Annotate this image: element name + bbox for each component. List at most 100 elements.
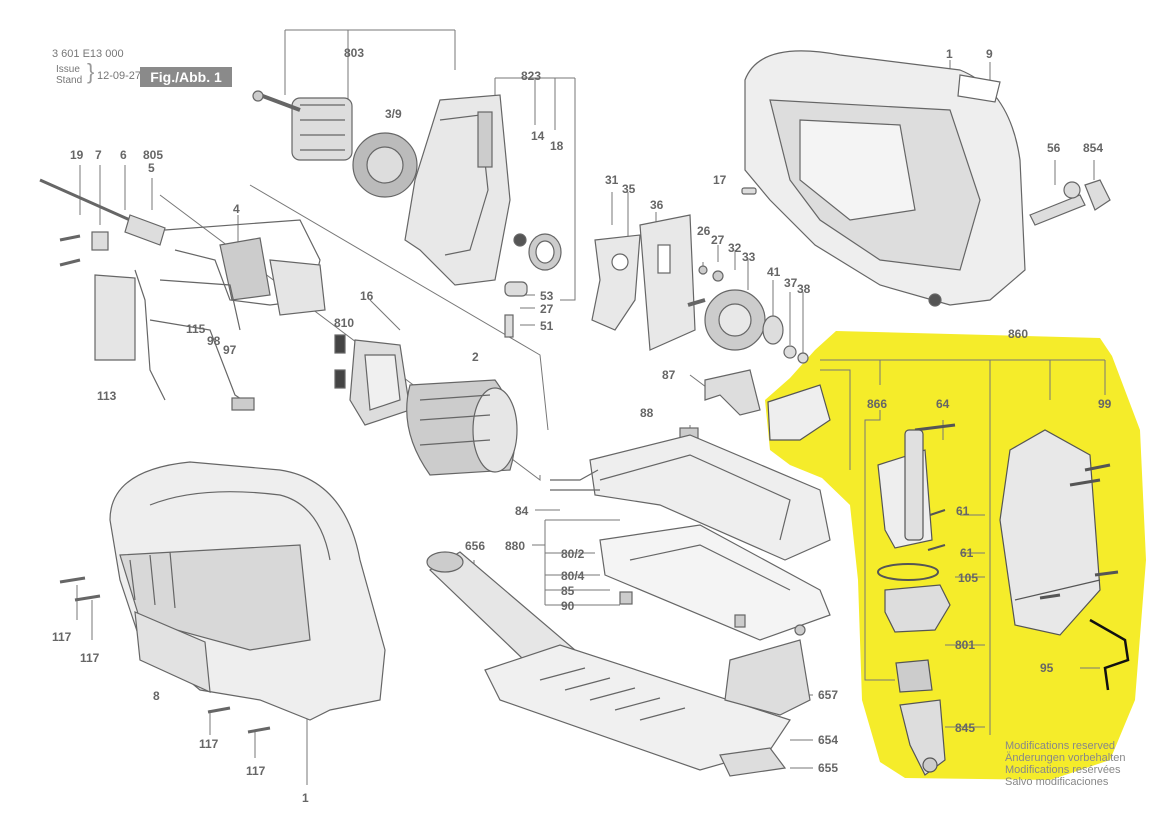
callout-85: 85 [561, 584, 575, 598]
callout-1-bottom: 1 [302, 791, 309, 805]
callout-26: 26 [697, 224, 711, 238]
note-line: Modifications reserved [1005, 740, 1116, 752]
leader-lines-117-1 [76, 585, 308, 785]
callout-31: 31 [605, 173, 619, 187]
callout-95: 95 [1040, 661, 1054, 675]
callout-99: 99 [1098, 397, 1112, 411]
callout-654: 654 [818, 733, 839, 747]
callout-656: 656 [465, 539, 486, 553]
note-line: Modifications resérvées [1005, 764, 1121, 776]
guide-line-16 [369, 299, 401, 331]
callout-17: 17 [713, 173, 727, 187]
callout-90: 90 [561, 599, 575, 613]
callout-61b: 61 [960, 546, 974, 560]
issue-date: 12-09-27 [97, 70, 142, 82]
modification-notes: Modifications reserved Änderungen vorbeh… [1005, 740, 1125, 788]
field-coil [406, 379, 518, 476]
housing-shell-top [741, 50, 1026, 307]
gear-train [591, 214, 809, 364]
callout-98: 98 [207, 334, 221, 348]
callout-803: 803 [344, 46, 365, 60]
callout-80-4: 80/4 [561, 569, 585, 583]
guide-line-2 [249, 184, 549, 431]
callout-105: 105 [958, 571, 979, 585]
leader-lines-armature [284, 30, 456, 100]
lever-and-knob [1029, 179, 1111, 226]
suction-tube [426, 551, 576, 681]
callout-53: 53 [540, 289, 554, 303]
callout-4: 4 [233, 202, 240, 216]
brace-icon: } [87, 59, 95, 84]
callout-7: 7 [95, 148, 102, 162]
callout-61a: 61 [956, 504, 970, 518]
callout-117a: 117 [52, 630, 72, 644]
callout-97: 97 [223, 343, 237, 357]
callout-33: 33 [742, 250, 756, 264]
leader-lines-53-27-51 [520, 294, 535, 326]
callout-805: 805 [143, 148, 164, 162]
callout-32: 32 [728, 241, 742, 255]
issue-label: Issue [56, 64, 80, 75]
callout-117b: 117 [80, 651, 100, 665]
guide-support [704, 369, 761, 416]
callout-113: 113 [97, 389, 117, 403]
leader-lines-left-group [79, 165, 153, 225]
callout-845: 845 [955, 721, 976, 735]
leader-bracket-823 [494, 77, 576, 301]
callout-5: 5 [148, 161, 155, 175]
callout-84: 84 [515, 504, 529, 518]
callout-6: 6 [120, 148, 127, 162]
motor-housing-bracket [404, 94, 562, 338]
callout-36: 36 [650, 198, 664, 212]
callout-117c: 117 [199, 737, 219, 751]
callout-3-9: 3/9 [385, 107, 402, 121]
callout-655: 655 [818, 761, 839, 775]
leader-lines-41-37-38 [772, 280, 804, 355]
callout-880: 880 [505, 539, 526, 553]
callout-14: 14 [531, 129, 545, 143]
leader-bracket-866 [864, 410, 895, 681]
callout-88: 88 [640, 406, 654, 420]
leader-lines-61-845 [945, 514, 985, 728]
callout-115: 115 [186, 322, 206, 336]
callout-2: 2 [472, 350, 479, 364]
leader-lines-56-854 [1054, 160, 1095, 185]
callout-41: 41 [767, 265, 781, 279]
callout-27b: 27 [540, 302, 554, 316]
callout-80-2: 80/2 [561, 547, 585, 561]
base-plate-assembly [550, 427, 831, 641]
callout-657: 657 [818, 688, 839, 702]
callout-8: 8 [153, 689, 160, 703]
callout-854: 854 [1083, 141, 1104, 155]
cover-plate [484, 639, 811, 777]
note-line: Änderungen vorbehalten [1005, 752, 1126, 764]
callout-38: 38 [797, 282, 811, 296]
callout-810: 810 [334, 316, 355, 330]
note-line: Salvo modificaciones [1005, 776, 1109, 788]
leader-bracket-860 [820, 359, 1106, 735]
callout-51: 51 [540, 319, 554, 333]
callout-860: 860 [1008, 327, 1029, 341]
brush-holder [334, 334, 411, 426]
callout-1-top: 1 [946, 47, 953, 61]
callout-16: 16 [360, 289, 374, 303]
callout-37: 37 [784, 276, 798, 290]
callout-64: 64 [936, 397, 950, 411]
leader-line-860-left [820, 369, 851, 470]
callout-823: 823 [521, 69, 542, 83]
stand-label: Stand [56, 75, 83, 86]
callout-35: 35 [622, 182, 636, 196]
callout-27a: 27 [711, 233, 725, 247]
figure-label: Fig./Abb. 1 [140, 67, 232, 87]
leader-bracket-880 [532, 519, 620, 606]
armature-part [252, 90, 418, 198]
callout-18: 18 [550, 139, 564, 153]
housing-shell-bottom [59, 461, 386, 734]
callout-19: 19 [70, 148, 84, 162]
callout-866: 866 [867, 397, 888, 411]
callout-117d: 117 [246, 764, 266, 778]
callout-56: 56 [1047, 141, 1061, 155]
callout-9: 9 [986, 47, 993, 61]
cable-and-switch [39, 178, 326, 411]
